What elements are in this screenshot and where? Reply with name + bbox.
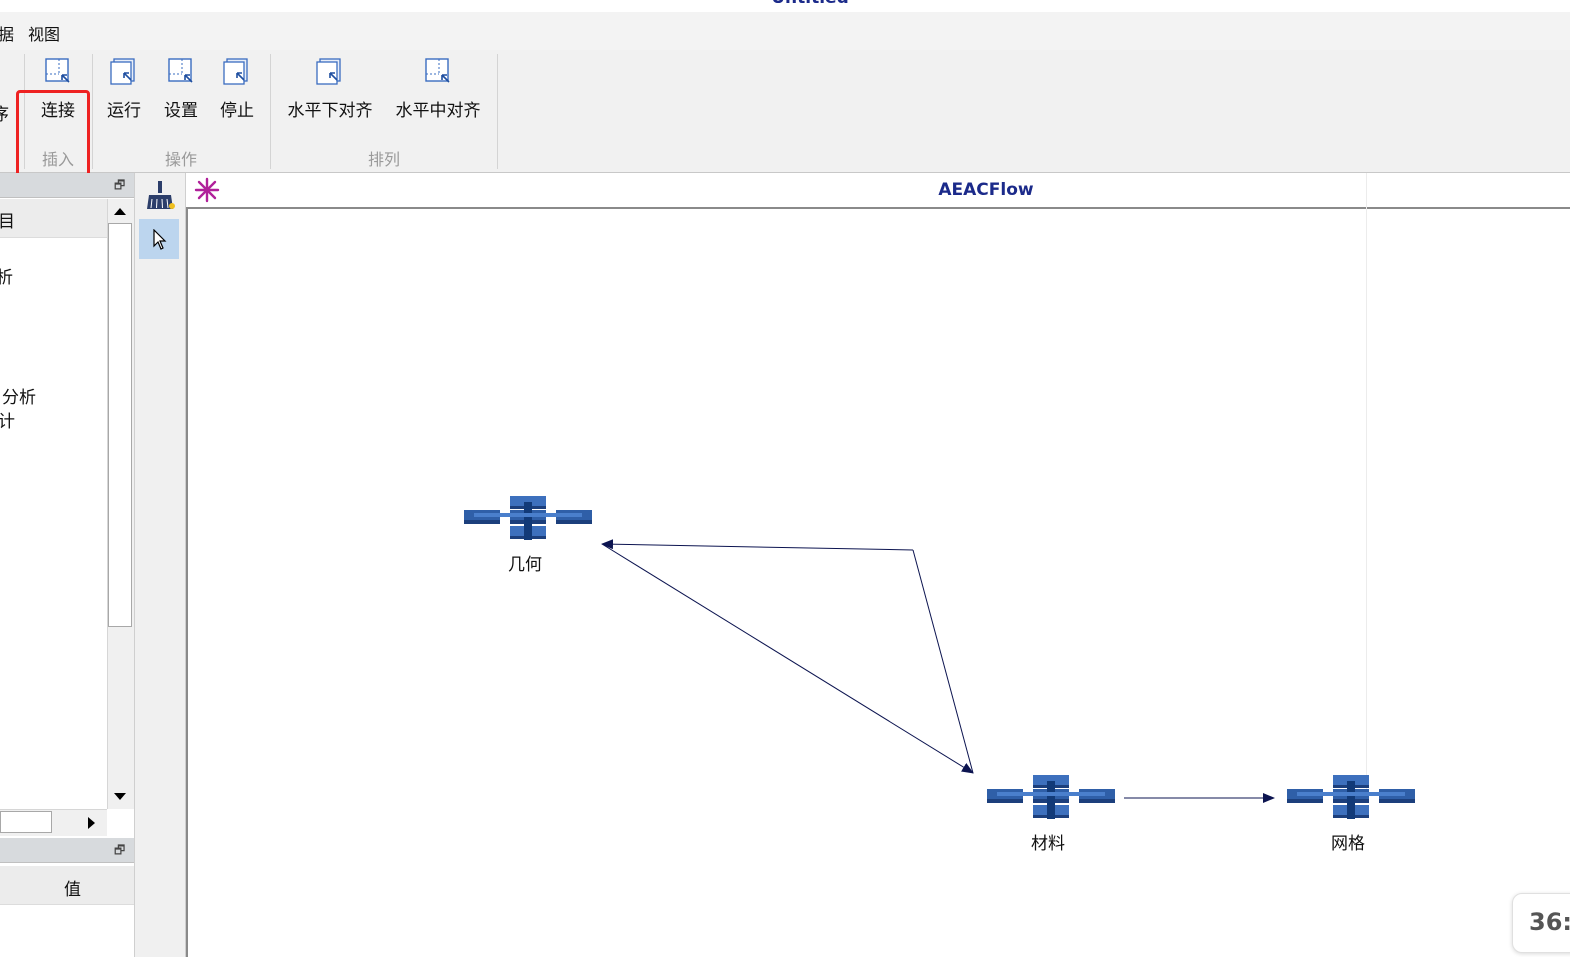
project-tree-panel: 🗗 目 析 分析 计 xyxy=(0,173,134,838)
canvas-guide-line xyxy=(1366,173,1367,793)
canvas-title: AEACFlow xyxy=(938,180,1034,200)
tree-column-label: 目 xyxy=(0,212,15,232)
align-middle-button[interactable]: 水平中对齐 xyxy=(388,56,488,121)
tree-vertical-thumb[interactable] xyxy=(108,223,132,627)
timer-text: 36:0 xyxy=(1529,908,1570,936)
pointer-icon xyxy=(153,229,167,250)
group-separator xyxy=(24,54,25,169)
edge-to-material[interactable] xyxy=(601,543,974,774)
run-button[interactable]: 运行 xyxy=(100,56,148,121)
tree-item[interactable]: 析 xyxy=(0,268,13,288)
align-bottom-icon xyxy=(316,58,341,85)
tool-strip xyxy=(134,173,186,957)
align-bottom-button[interactable]: 水平下对齐 xyxy=(280,56,380,121)
mesh-node-label[interactable]: 网格 xyxy=(1331,834,1365,854)
settings-button[interactable]: 设置 xyxy=(157,56,205,121)
canvas-tab-header: AEACFlow xyxy=(186,173,1570,209)
group-label-operate: 操作 xyxy=(164,150,197,169)
edge-to-geometry[interactable] xyxy=(601,539,914,551)
material-node-icon[interactable] xyxy=(987,775,1115,819)
select-tool-button[interactable] xyxy=(139,219,179,259)
property-panel-header: 🗗 xyxy=(0,838,134,863)
stop-button[interactable]: 停止 xyxy=(213,56,261,121)
group-separator xyxy=(92,54,93,169)
tree-item[interactable]: 分析 xyxy=(2,388,36,408)
align-middle-label: 水平中对齐 xyxy=(395,101,481,121)
menu-view[interactable]: 视图 xyxy=(28,25,61,44)
settings-label: 设置 xyxy=(164,101,198,121)
group-separator xyxy=(497,54,498,169)
window-title: Untitled xyxy=(740,0,880,8)
tree-horizontal-thumb[interactable] xyxy=(0,811,52,833)
connect-button[interactable]: 连接 xyxy=(34,56,82,121)
material-node-label[interactable]: 材料 xyxy=(1031,834,1065,854)
restore-icon[interactable]: 🗗 xyxy=(114,178,126,192)
stop-icon xyxy=(223,58,248,85)
connect-icon xyxy=(45,58,70,83)
group-label-insert: 插入 xyxy=(41,150,74,169)
run-label: 运行 xyxy=(107,101,141,121)
timer-widget: 36:0 xyxy=(1512,893,1570,953)
connect-label: 连接 xyxy=(41,101,75,121)
flow-star-icon xyxy=(194,177,220,203)
tree-column-header: 目 xyxy=(0,199,107,238)
group-separator xyxy=(270,54,271,169)
align-middle-icon xyxy=(425,58,450,83)
scroll-down-icon[interactable] xyxy=(112,791,128,803)
mesh-node-icon[interactable] xyxy=(1287,775,1415,819)
restore-icon[interactable]: 🗗 xyxy=(114,843,126,857)
group-label-arrange: 排列 xyxy=(367,150,400,169)
settings-icon xyxy=(168,58,193,83)
value-column-label: 值 xyxy=(64,880,81,900)
align-bottom-label: 水平下对齐 xyxy=(287,101,373,121)
flow-canvas[interactable] xyxy=(186,209,1570,957)
scroll-up-icon[interactable] xyxy=(112,205,128,217)
run-icon xyxy=(110,58,135,85)
ribbon-toolbar: 序 连接 插入 运行 设置 xyxy=(0,50,1570,192)
partial-button[interactable]: 序 xyxy=(0,58,12,125)
property-panel: 🗗 值 xyxy=(0,838,134,957)
title-bar: Untitled xyxy=(0,0,1570,12)
partial-button-label: 序 xyxy=(0,105,9,125)
geometry-node-label[interactable]: 几何 xyxy=(508,555,542,575)
tree-item[interactable]: 计 xyxy=(0,412,15,432)
scroll-right-icon[interactable] xyxy=(86,815,98,831)
property-column-header: 值 xyxy=(0,866,134,905)
stop-label: 停止 xyxy=(220,101,254,121)
geometry-node-icon[interactable] xyxy=(464,496,592,540)
edge-segment[interactable] xyxy=(912,549,974,774)
menu-bar: 据 视图 xyxy=(0,12,1570,50)
broom-icon[interactable] xyxy=(144,179,176,211)
tree-panel-header: 🗗 xyxy=(0,173,134,198)
menu-data[interactable]: 据 xyxy=(0,25,15,44)
